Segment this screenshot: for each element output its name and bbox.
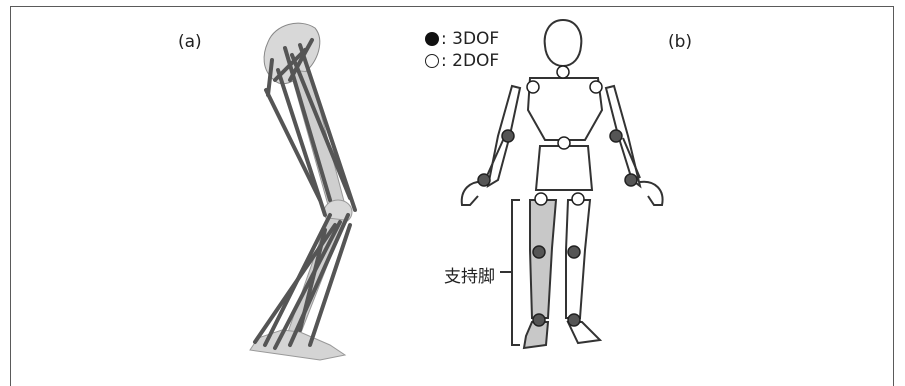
- right-shoulder-joint-2dof: [527, 81, 539, 93]
- right-hip-joint-2dof: [535, 193, 547, 205]
- swing-leg: [566, 200, 590, 318]
- right-forearm: [486, 138, 504, 178]
- head: [545, 20, 582, 66]
- neck-joint-2dof: [557, 66, 569, 78]
- left-wrist-joint-3dof: [625, 174, 637, 186]
- right-wrist-joint-3dof: [478, 174, 490, 186]
- left-knee-joint-3dof: [568, 246, 580, 258]
- pelvis-section: [536, 146, 592, 190]
- right-elbow-joint-3dof: [502, 130, 514, 142]
- support-bracket: [512, 200, 520, 345]
- left-ankle-joint-3dof: [568, 314, 580, 326]
- waist-joint-2dof: [558, 137, 570, 149]
- right-knee-joint-3dof: [533, 246, 545, 258]
- right-ankle-joint-3dof: [533, 314, 545, 326]
- left-elbow-joint-3dof: [610, 130, 622, 142]
- support-leg: [530, 200, 556, 318]
- left-hand: [640, 182, 663, 205]
- joint-markers: [478, 66, 637, 326]
- tibia-bone: [288, 218, 345, 335]
- left-hip-joint-2dof: [572, 193, 584, 205]
- left-shoulder-joint-2dof: [590, 81, 602, 93]
- musculoskeletal-leg: [250, 23, 355, 360]
